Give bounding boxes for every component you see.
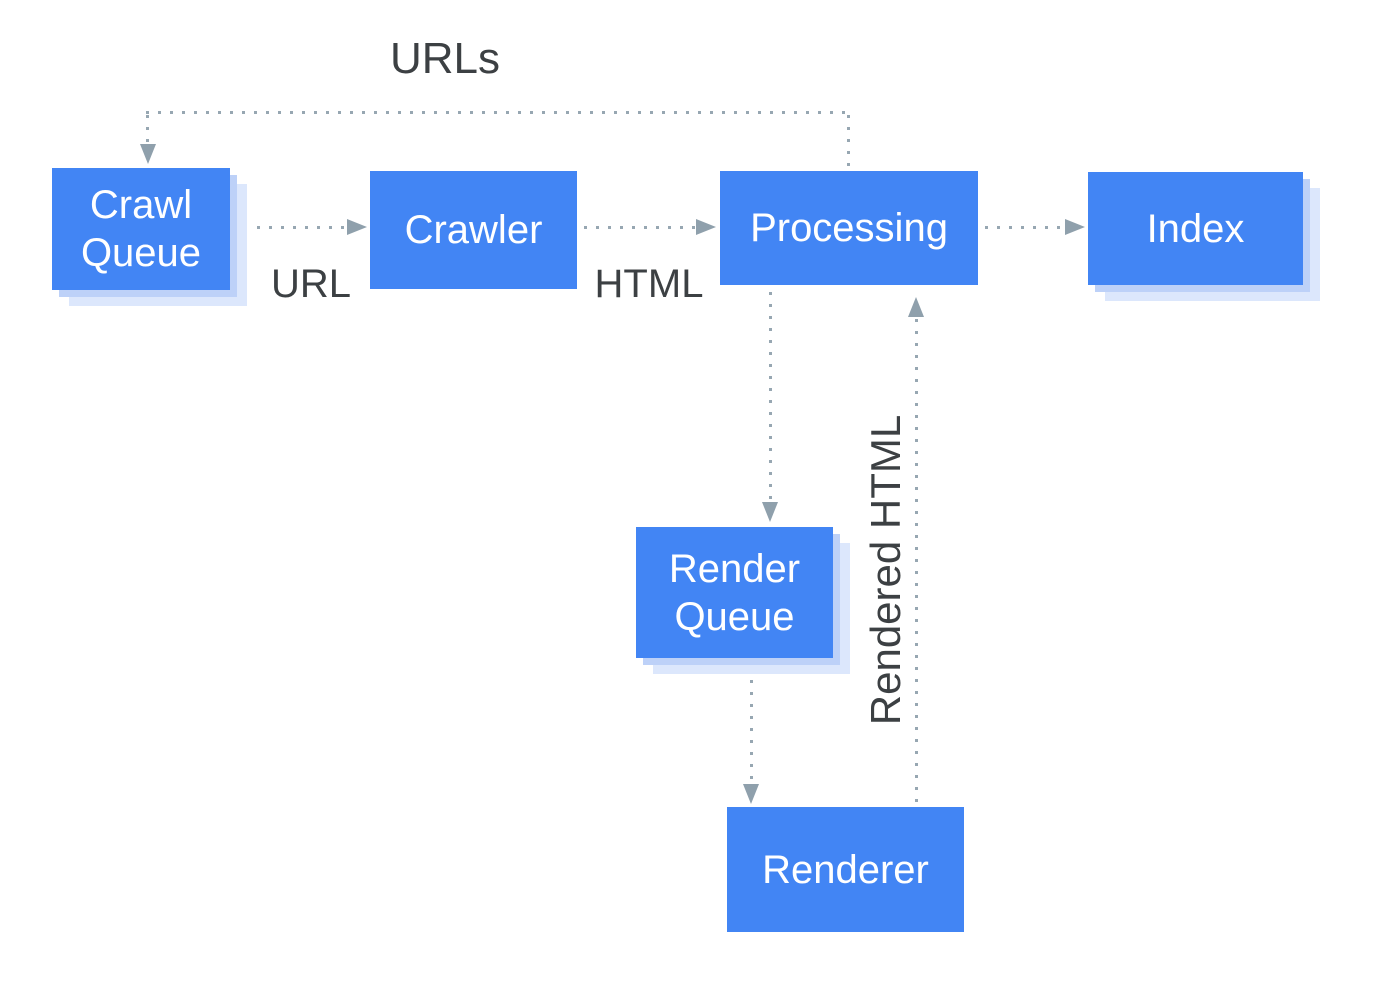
arrowhead-right-into-index [1065, 219, 1085, 235]
arrowhead-up-into-processing [908, 297, 924, 317]
node-crawl-queue-label: Crawl Queue [80, 183, 202, 275]
node-render-queue: Render Queue [636, 527, 833, 658]
edge-label-rendered-html: Rendered HTML [862, 414, 909, 726]
node-processing: Processing [720, 171, 978, 285]
edge-label-url: URL [270, 262, 352, 306]
edge-label-urls: URLs [390, 34, 501, 83]
connector-processing-to-index [985, 226, 1065, 229]
connector-processing-to-crawl-queue-horizontal [146, 111, 849, 114]
node-crawler-label: Crawler [404, 208, 543, 252]
arrowhead-down-into-crawl-queue [140, 144, 156, 164]
node-render-queue-label: Render Queue [668, 546, 801, 639]
connector-crawler-to-processing [584, 226, 696, 229]
node-index-label: Index [1146, 206, 1245, 251]
edge-label-html: HTML [594, 262, 704, 306]
node-index: Index [1088, 172, 1303, 285]
connector-render-queue-to-renderer [750, 680, 753, 784]
node-renderer-label: Renderer [762, 847, 929, 892]
arrowhead-down-into-renderer [743, 784, 759, 804]
node-crawler: Crawler [370, 171, 577, 289]
arrowhead-right-into-crawler [347, 219, 367, 235]
arrowhead-down-into-render-queue [762, 502, 778, 522]
connector-renderer-to-processing [915, 319, 918, 807]
connector-processing-to-crawl-queue-left-drop [146, 115, 149, 143]
node-processing-label: Processing [750, 206, 948, 250]
arrowhead-right-into-processing [696, 219, 716, 235]
connector-processing-to-crawl-queue-right-drop [847, 115, 850, 167]
node-crawl-queue: Crawl Queue [52, 168, 230, 290]
node-renderer: Renderer [727, 807, 964, 932]
connector-processing-to-render-queue [769, 292, 772, 502]
connector-crawl-queue-to-crawler [257, 226, 347, 229]
